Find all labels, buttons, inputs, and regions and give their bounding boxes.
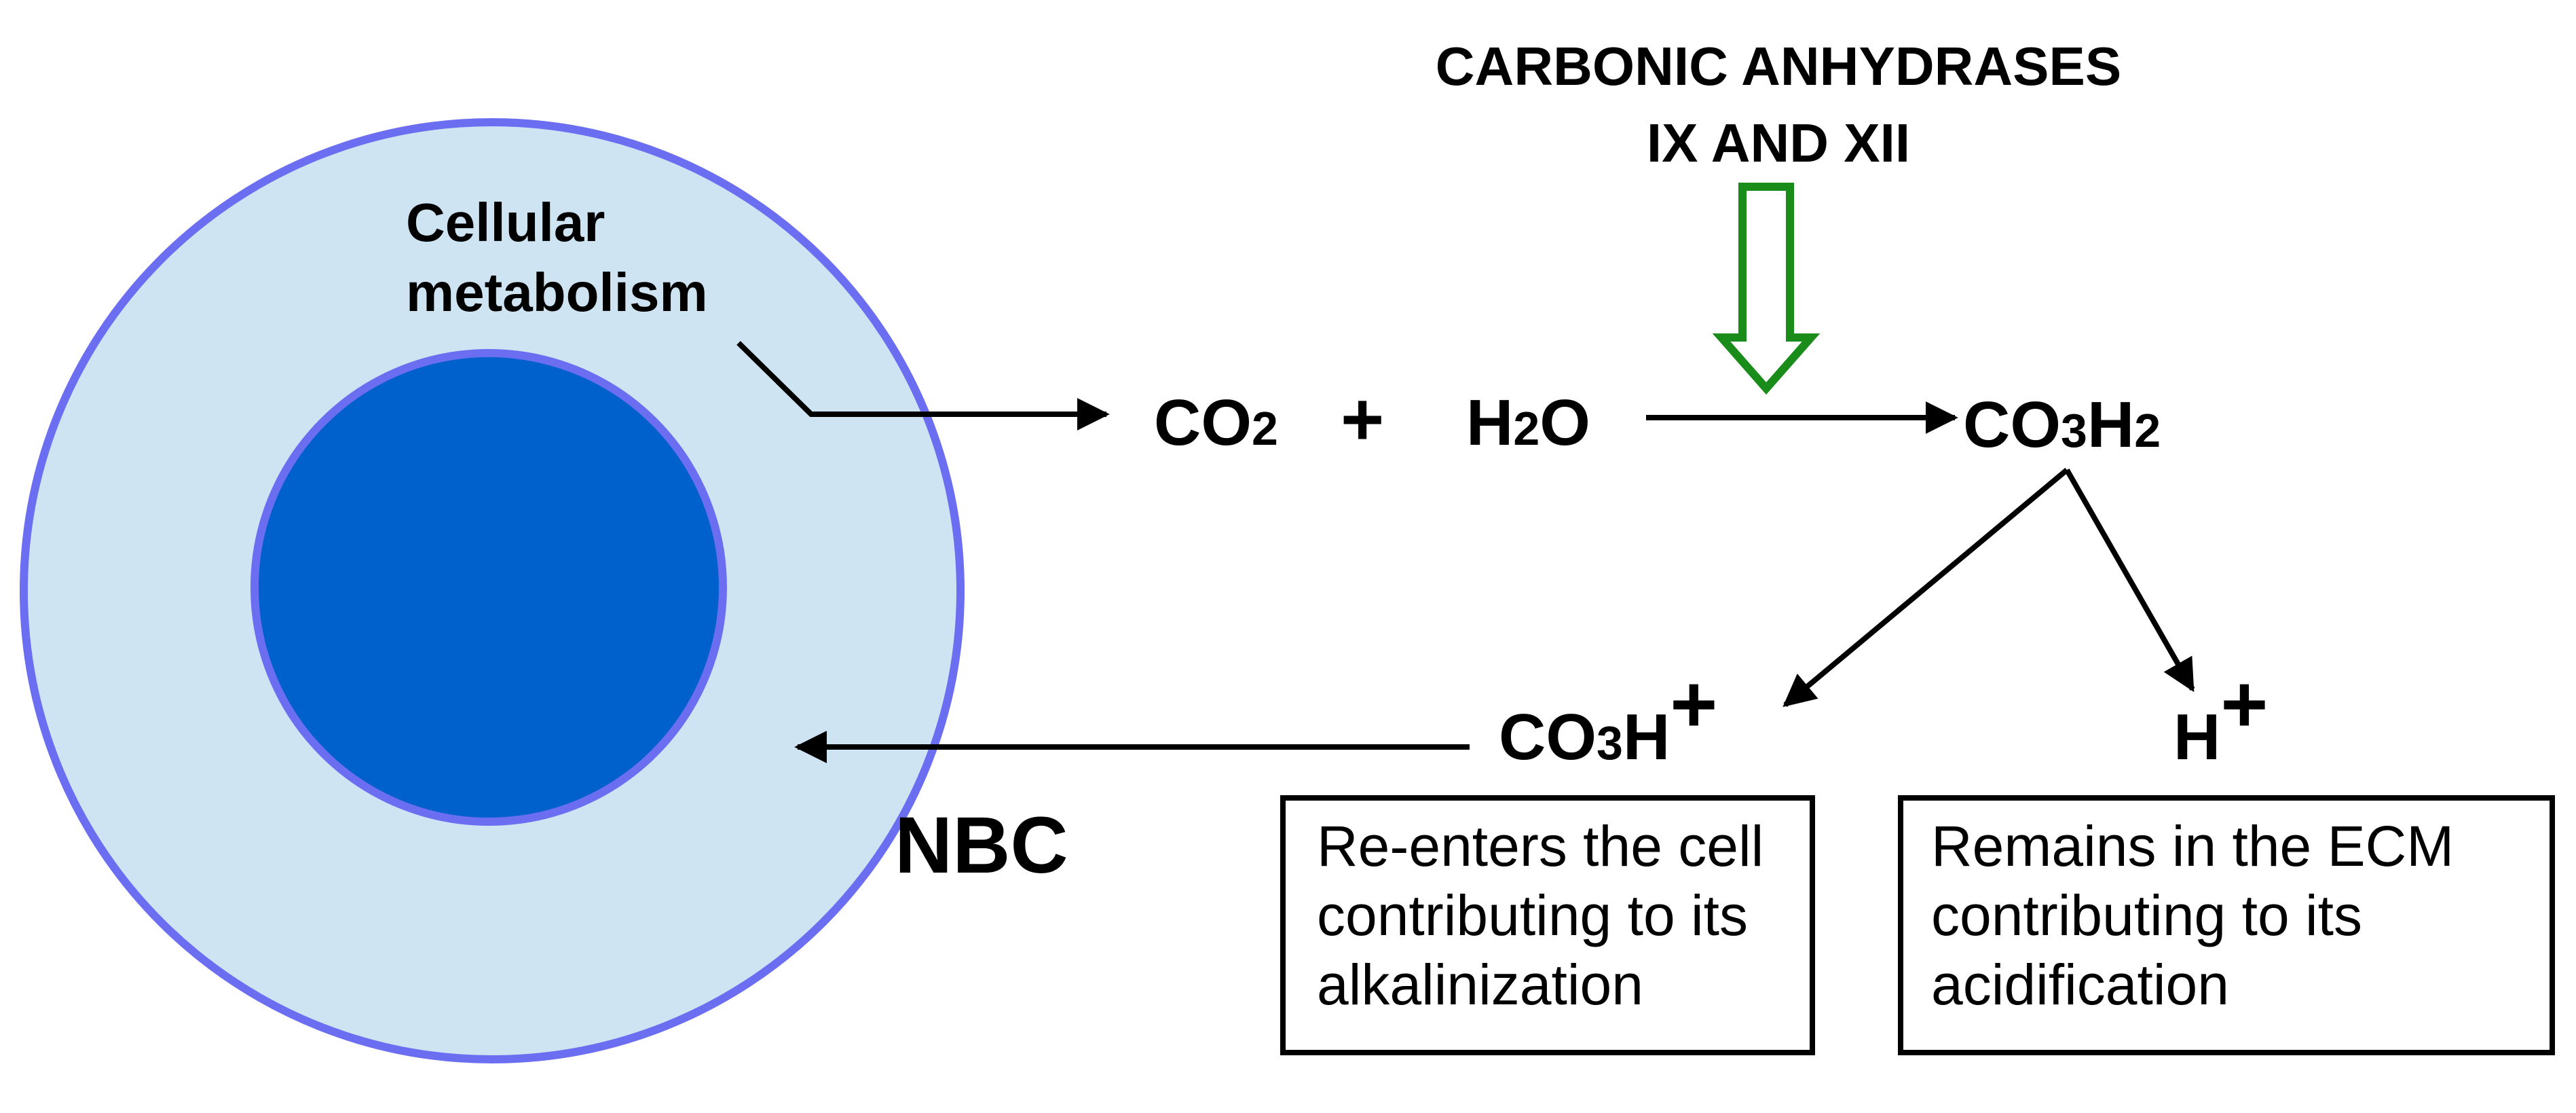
enzyme-label-line2: IX AND XII: [1647, 113, 1910, 173]
nbc-label: NBC: [895, 801, 1068, 890]
down-arrow-icon: [1712, 183, 1821, 395]
acidification-line-3: acidification: [1931, 953, 2229, 1017]
alkalinization-box: Re-enters the cell contributing to its a…: [1280, 795, 1815, 1055]
proton-arrow: [2064, 469, 2195, 693]
acidification-line-1: Remains in the ECM: [1931, 814, 2454, 878]
bicarbonate-formula: CO3H+: [1499, 659, 1717, 773]
h2o-formula: H2O: [1466, 386, 1590, 459]
metabolism-label-line1: Cellular: [406, 192, 605, 253]
metabolism-arrow: [736, 341, 1110, 431]
metabolism-label-line2: metabolism: [406, 262, 708, 323]
alkalinization-line-2: contributing to its: [1317, 883, 1749, 947]
acidification-line-2: contributing to its: [1931, 883, 2363, 947]
bicarbonate-arrow: [1782, 467, 2069, 708]
co2-formula: CO2: [1154, 386, 1278, 459]
acidification-box: Remains in the ECM contributing to its a…: [1898, 795, 2555, 1055]
nucleus-circle-icon: [250, 349, 727, 826]
alkalinization-line-1: Re-enters the cell: [1317, 814, 1764, 878]
carbonic-acid-formula: CO3H2: [1963, 388, 2161, 461]
proton-formula: H+: [2173, 659, 2268, 773]
alkalinization-line-3: alkalinization: [1317, 953, 1643, 1017]
plus-sign: +: [1341, 378, 1384, 461]
enzyme-label-line1: CARBONIC ANHYDRASES: [1436, 36, 2121, 96]
